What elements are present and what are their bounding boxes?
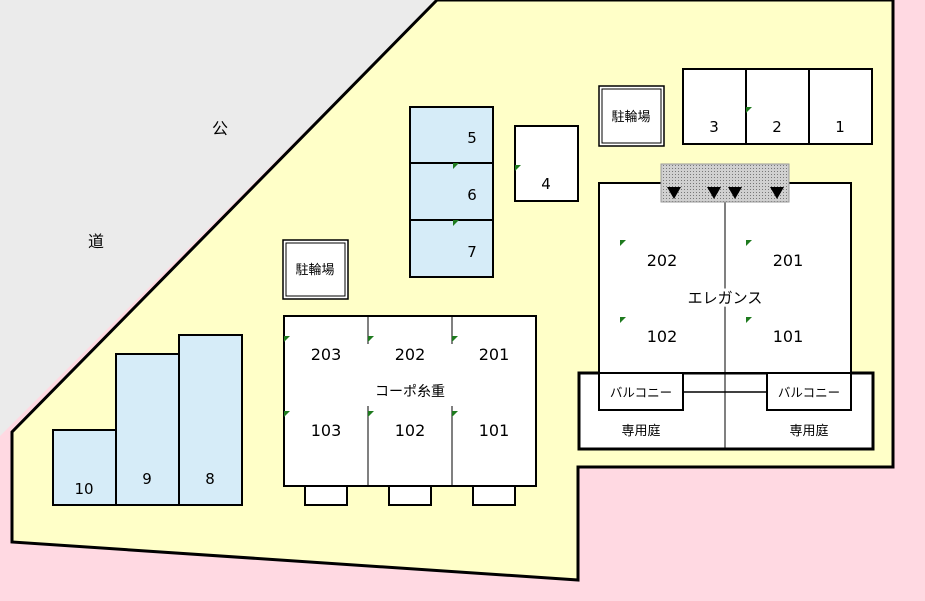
parking-row-top [682, 68, 873, 145]
coop-room-201: 201 [479, 345, 510, 364]
marker-icon [746, 240, 752, 246]
entrance-arrow-icon [770, 187, 784, 199]
elegance-room-201: 201 [773, 251, 804, 270]
parking-space-8 [178, 334, 243, 506]
parking-label-5: 5 [467, 129, 477, 147]
parking-space-10 [52, 429, 117, 506]
parking-label-10: 10 [74, 480, 93, 498]
entrance-arrow-icon [667, 187, 681, 199]
coop-room-102: 102 [395, 421, 426, 440]
parking-space-7 [409, 219, 494, 278]
marker-icon [620, 240, 626, 246]
garden-label-right: 専用庭 [789, 423, 828, 439]
parking-label-1: 1 [835, 118, 845, 136]
bicycle-parking-label-top: 駐輪場 [611, 109, 650, 125]
parking-label-4: 4 [541, 175, 551, 193]
marker-icon [452, 411, 458, 417]
garden-label-left: 専用庭 [621, 423, 660, 439]
building-coop [283, 315, 537, 506]
marker-icon [284, 411, 290, 417]
coop-building-name: コーポ糸重 [375, 384, 445, 400]
elegance-room-102: 102 [647, 327, 678, 346]
entrance-arrow-icon [728, 187, 742, 199]
unit-markers [284, 107, 752, 417]
parking-label-9: 9 [142, 470, 152, 488]
entrance-arrow-icon [707, 187, 721, 199]
marker-icon [452, 336, 458, 342]
parking-column-5-7 [409, 106, 494, 278]
parking-space-5 [409, 106, 494, 164]
marker-icon [284, 336, 290, 342]
marker-icon [453, 220, 459, 226]
parking-label-8: 8 [205, 470, 215, 488]
coop-room-103: 103 [311, 421, 342, 440]
parking-group-8-10 [52, 334, 243, 506]
marker-icon [515, 165, 521, 171]
balcony-right: バルコニー [766, 372, 852, 411]
elegance-room-202: 202 [647, 251, 678, 270]
parking-label-2: 2 [772, 118, 782, 136]
marker-icon [746, 107, 752, 113]
bicycle-parking-label-left: 駐輪場 [295, 262, 334, 278]
marker-icon [368, 336, 374, 342]
coop-room-101: 101 [479, 421, 510, 440]
parking-space-9 [115, 353, 180, 506]
balcony-label-right: バルコニー [778, 385, 840, 400]
road-label-2: 道 [88, 232, 104, 251]
entrance-canopy [660, 163, 790, 203]
parking-space-4 [514, 125, 579, 202]
coop-room-202: 202 [395, 345, 426, 364]
coop-room-203: 203 [311, 345, 342, 364]
bicycle-parking-left: 駐輪場 [282, 239, 349, 300]
balcony-left: バルコニー [598, 372, 684, 411]
road-label-1: 公 [212, 119, 228, 138]
parking-space-6 [409, 162, 494, 221]
marker-icon [368, 411, 374, 417]
balcony-label-left: バルコニー [610, 385, 672, 400]
marker-icon [620, 317, 626, 323]
marker-icon [746, 317, 752, 323]
bicycle-parking-top: 駐輪場 [598, 85, 665, 147]
parking-space-1 [808, 68, 873, 145]
parking-label-7: 7 [467, 243, 477, 261]
parking-label-6: 6 [467, 186, 477, 204]
elegance-room-101: 101 [773, 327, 804, 346]
elegance-building-name: エレガンス [688, 289, 763, 307]
parking-space-2 [745, 68, 810, 145]
marker-icon [453, 163, 459, 169]
parking-label-3: 3 [709, 118, 719, 136]
